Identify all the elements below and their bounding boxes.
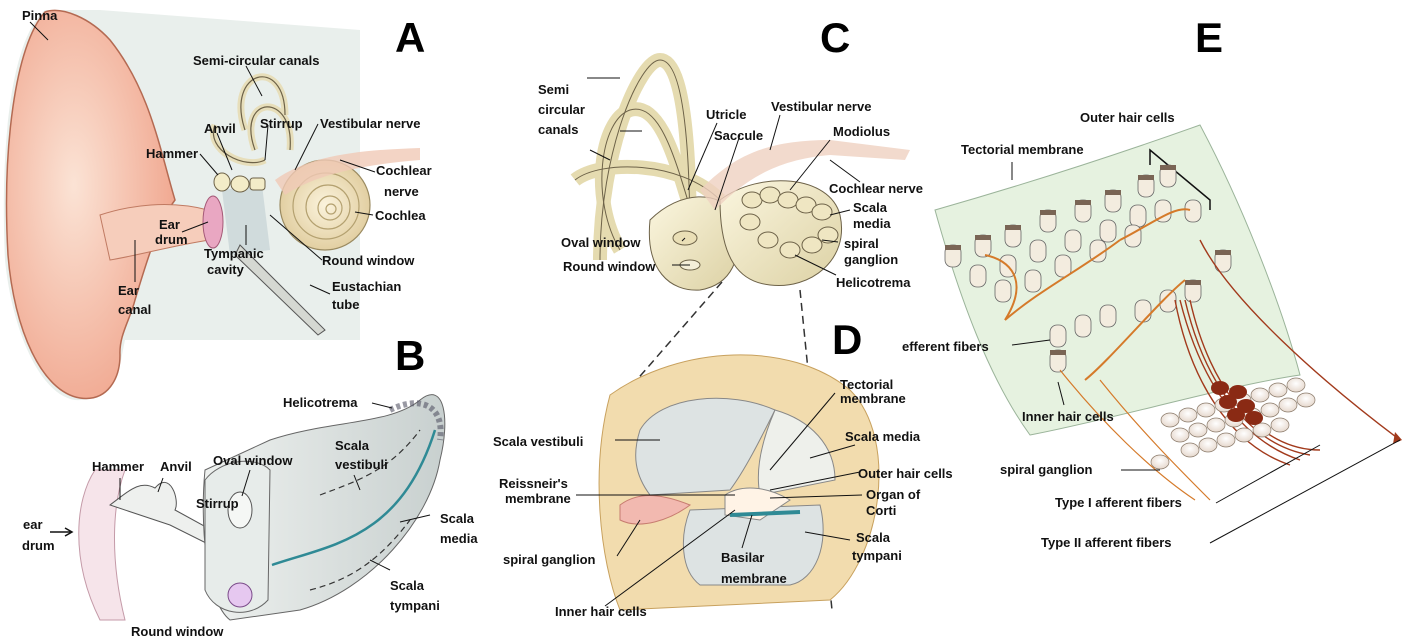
- label-d-outer-hair-cells: Outer hair cells: [858, 466, 953, 481]
- label-b-oval-window: Oval window: [213, 453, 292, 468]
- label-anvil: Anvil: [204, 121, 236, 136]
- label-ear-canal-1: Ear: [118, 283, 139, 298]
- label-d-scala-tympani-2: tympani: [852, 548, 902, 563]
- label-b-anvil: Anvil: [160, 459, 192, 474]
- label-hammer: Hammer: [146, 146, 198, 161]
- label-ear-drum-1: Ear: [159, 217, 180, 232]
- label-round-window: Round window: [322, 253, 414, 268]
- label-b-scala-tympani-1: Scala: [390, 578, 424, 593]
- label-d-tectorial-1: Tectorial: [840, 377, 893, 392]
- label-ear-canal-2: canal: [118, 302, 151, 317]
- label-e-type2: Type II afferent fibers: [1041, 535, 1172, 550]
- label-c-spiral-ganglion-1: spiral: [844, 236, 879, 251]
- panel-letter-c: C: [820, 16, 850, 60]
- label-e-spiral-ganglion: spiral ganglion: [1000, 462, 1092, 477]
- label-c-utricle: Utricle: [706, 107, 746, 122]
- label-d-scala-vestibuli: Scala vestibuli: [493, 434, 583, 449]
- label-stirrup: Stirrup: [260, 116, 303, 131]
- label-d-scala-media: Scala media: [845, 429, 920, 444]
- b-round-window: [228, 583, 252, 607]
- label-cochlea: Cochlea: [375, 208, 426, 223]
- label-e-tectorial-membrane: Tectorial membrane: [961, 142, 1084, 157]
- label-e-efferent-fibers: efferent fibers: [902, 339, 989, 354]
- label-c-scala-media-2: media: [853, 216, 891, 231]
- label-b-ear-drum-1: ear: [23, 517, 43, 532]
- label-b-scala-media-2: media: [440, 531, 478, 546]
- label-b-scala-tympani-2: tympani: [390, 598, 440, 613]
- label-ear-drum-2: drum: [155, 232, 188, 247]
- label-eustachian-tube-2: tube: [332, 297, 359, 312]
- label-d-reissner-2: membrane: [505, 491, 571, 506]
- label-d-organ-corti-2: Corti: [866, 503, 896, 518]
- label-semicircular-canals: Semi-circular canals: [193, 53, 319, 68]
- hammer-bone: [214, 173, 230, 191]
- label-c-spiral-ganglion-2: ganglion: [844, 252, 898, 267]
- label-c-vestibular-nerve: Vestibular nerve: [771, 99, 871, 114]
- label-cochlear-nerve-2: nerve: [384, 184, 419, 199]
- label-d-spiral-ganglion: spiral ganglion: [503, 552, 595, 567]
- label-e-outer-hair-cells: Outer hair cells: [1080, 110, 1175, 125]
- label-c-helicotrema: Helicotrema: [836, 275, 910, 290]
- label-c-semi-1: Semi: [538, 82, 569, 97]
- label-d-basilar-2: membrane: [721, 571, 787, 586]
- label-d-inner-hair-cells: Inner hair cells: [555, 604, 647, 619]
- label-b-scala-media-1: Scala: [440, 511, 474, 526]
- label-tympanic-cavity-1: Tympanic: [204, 246, 264, 261]
- label-c-semi-2: circular: [538, 102, 585, 117]
- label-vestibular-nerve: Vestibular nerve: [320, 116, 420, 131]
- anvil-bone: [231, 176, 249, 192]
- b-ear-drum: [79, 470, 125, 620]
- panel-letter-b: B: [395, 334, 425, 378]
- ear-drum-shape: [203, 196, 223, 248]
- panel-a-art: [4, 10, 420, 400]
- label-c-round-window: Round window: [563, 259, 655, 274]
- label-b-scala-vestibuli-1: Scala: [335, 438, 369, 453]
- label-b-scala-vestibuli-2: vestibuli: [335, 457, 388, 472]
- label-b-helicotrema: Helicotrema: [283, 395, 357, 410]
- label-e-inner-hair-cells: Inner hair cells: [1022, 409, 1114, 424]
- panel-letter-d: D: [832, 318, 862, 362]
- label-c-semi-3: canals: [538, 122, 578, 137]
- label-c-scala-media-1: Scala: [853, 200, 887, 215]
- stirrup-bone: [250, 178, 265, 190]
- panel-letter-e: E: [1195, 16, 1223, 60]
- label-pinna: Pinna: [22, 8, 57, 23]
- label-b-round-window: Round window: [131, 624, 223, 639]
- label-c-cochlear-nerve: Cochlear nerve: [829, 181, 923, 196]
- label-cochlear-nerve-1: Cochlear: [376, 163, 432, 178]
- label-d-reissner-1: Reissneir's: [499, 476, 568, 491]
- panel-e-art: [935, 125, 1402, 500]
- label-b-hammer: Hammer: [92, 459, 144, 474]
- label-tympanic-cavity-2: cavity: [207, 262, 244, 277]
- label-d-scala-tympani-1: Scala: [856, 530, 890, 545]
- panel-letter-a: A: [395, 16, 425, 60]
- label-eustachian-tube-1: Eustachian: [332, 279, 401, 294]
- label-e-type1: Type I afferent fibers: [1055, 495, 1182, 510]
- label-b-stirrup: Stirrup: [196, 496, 239, 511]
- label-d-basilar-1: Basilar: [721, 550, 764, 565]
- label-b-ear-drum-2: drum: [22, 538, 55, 553]
- label-c-modiolus: Modiolus: [833, 124, 890, 139]
- label-c-oval-window: Oval window: [561, 235, 640, 250]
- label-c-saccule: Saccule: [714, 128, 763, 143]
- label-d-tectorial-2: membrane: [840, 391, 906, 406]
- label-d-organ-corti-1: Organ of: [866, 487, 920, 502]
